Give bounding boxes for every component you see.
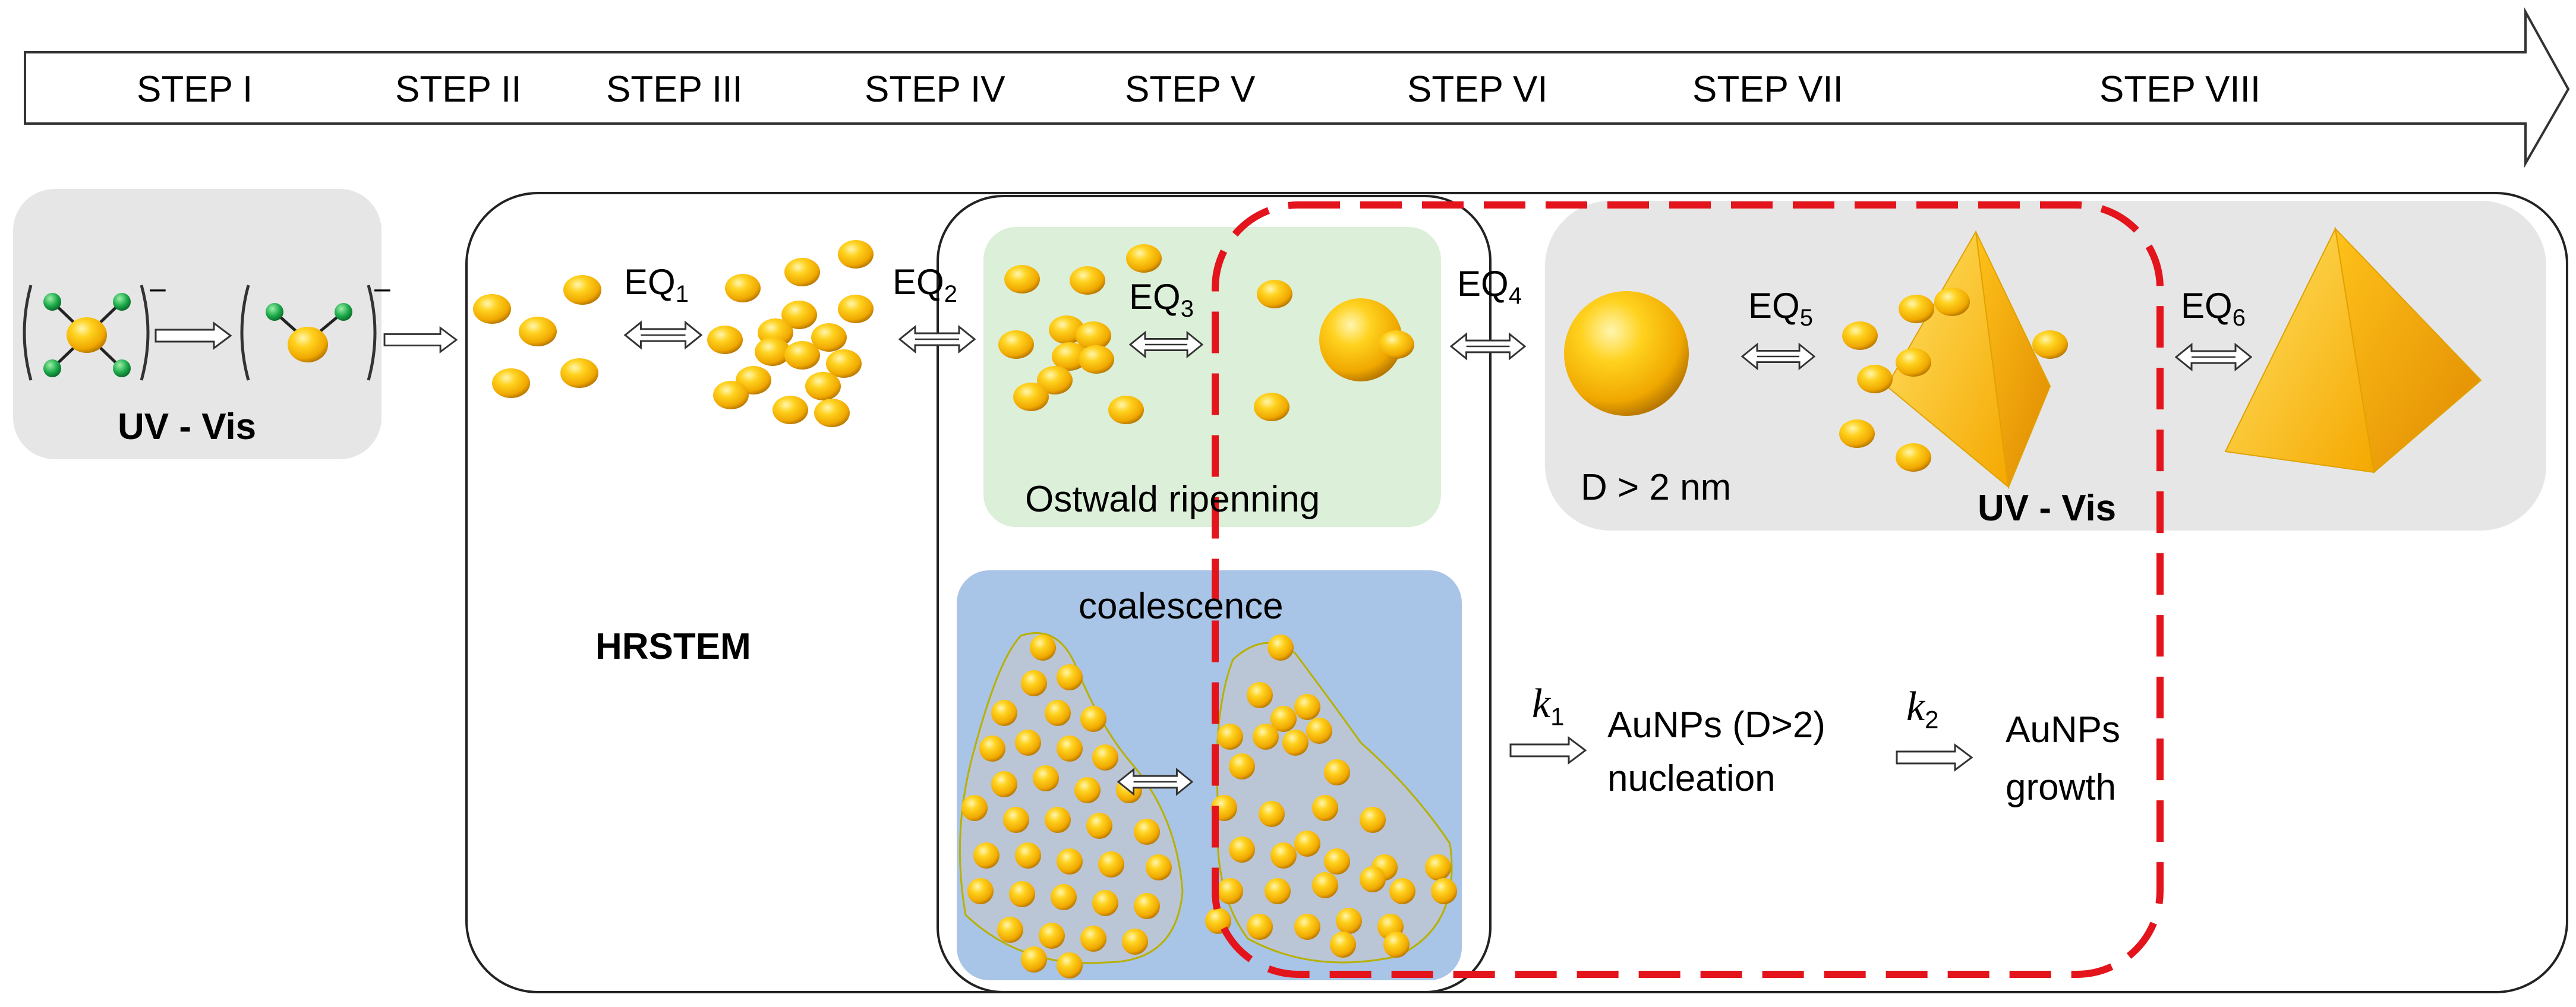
eq3-sub: 3 [1180,296,1194,322]
nucleation-line-1: AuNPs (D>2) [1607,705,1825,746]
k1-sub: 1 [1550,702,1565,731]
eq3-label: EQ3 [1129,279,1194,321]
eq3-main: EQ [1129,277,1181,317]
eq4-main: EQ [1457,264,1509,304]
au-complex-2 [240,285,377,381]
eq1-main: EQ [624,262,676,302]
uvvis-left-label: UV - Vis [118,406,257,447]
large-nanoparticle [1564,291,1689,416]
red-dashed-region [1212,201,2164,978]
step-3-label: STEP III [606,69,743,110]
eq1-sub: 1 [675,281,689,307]
ostwald-small-particles [998,244,1162,424]
hrstem-label: HRSTEM [595,626,751,667]
eq6-sub: 6 [2232,305,2246,331]
ostwald-label: Ostwald ripenning [1025,479,1320,520]
au-complex-4 [23,285,150,381]
step-4-label: STEP IV [865,69,1005,110]
eq5-label: EQ5 [1748,288,1813,330]
uvvis-right-label: UV - Vis [1978,488,2117,529]
eq6-label: EQ6 [2181,288,2246,330]
complex-charge-1: – [150,273,166,304]
eq2-label: EQ2 [893,262,957,307]
eq4-label: EQ4 [1457,266,1522,308]
growth-line-2: growth [2006,767,2117,808]
step-1-label: STEP I [137,69,253,110]
step-6-label: STEP VI [1407,69,1548,110]
step-2-label: STEP II [395,69,522,110]
inner-step-panel [937,195,1492,993]
k2-label: k2 [1906,686,1938,732]
uvvis-left-panel [13,189,381,459]
eq2-main: EQ [893,262,944,302]
arrow-complex-2 [383,327,458,353]
k1-main: k [1532,681,1551,727]
ostwald-large-particle [1254,280,1414,421]
coalescence-label: coalescence [1079,586,1284,627]
k2-sub: 2 [1925,705,1939,734]
eq5-main: EQ [1748,286,1800,326]
cluster-aggregate [707,240,874,427]
k1-label: k1 [1532,683,1564,729]
nucleation-line-2: nucleation [1607,758,1776,799]
eq1-label: EQ1 [624,262,689,307]
timeline-arrow [24,7,2570,168]
k2-main: k [1906,684,1925,730]
pyramid-large [2224,226,2482,473]
coalescence-aggregates [958,632,1457,978]
pyramid-particles [1839,288,2068,472]
eq5-sub: 5 [1799,305,1813,331]
step-8-label: STEP VIII [2099,69,2261,110]
step-7-label: STEP VII [1692,69,1843,110]
step-5-label: STEP V [1125,69,1256,110]
eq2-sub: 2 [944,281,957,307]
complex-charge-2: – [374,273,390,304]
eq4-sub: 4 [1508,283,1522,309]
growth-line-1: AuNPs [2006,709,2120,750]
diameter-label: D > 2 nm [1581,467,1732,508]
small-clusters [473,275,601,398]
eq6-main: EQ [2181,286,2233,326]
